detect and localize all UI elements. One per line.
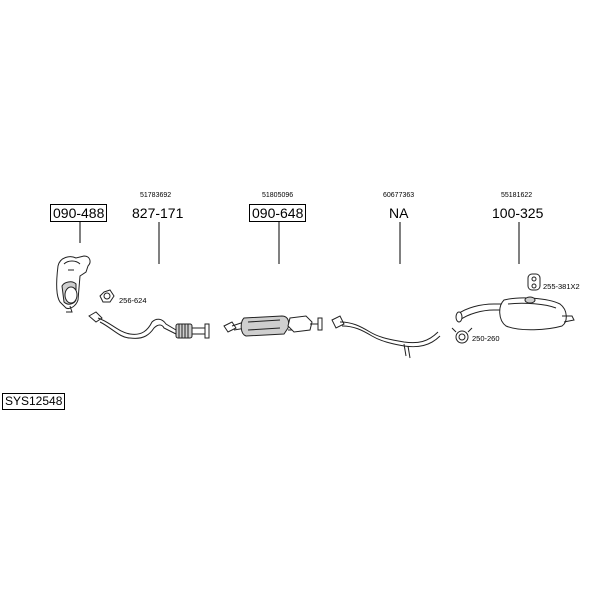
oem-number-2: 51805096 bbox=[262, 192, 294, 199]
accessory-label-1[interactable]: 255-381X2 bbox=[543, 282, 580, 291]
part-number-4[interactable]: 100-325 bbox=[492, 205, 544, 221]
accessory-label-0[interactable]: 256-624 bbox=[119, 296, 147, 305]
accessory-label-2[interactable]: 250-260 bbox=[472, 334, 500, 343]
part-number-3[interactable]: NA bbox=[389, 205, 409, 221]
oem-number-1: 51783692 bbox=[140, 192, 172, 199]
leader-lines bbox=[79, 221, 520, 264]
front-pipe-827-171[interactable] bbox=[88, 311, 210, 339]
clamp-icon[interactable] bbox=[451, 327, 473, 344]
system-code-badge: SYS12548 bbox=[2, 393, 66, 410]
rear-silencer-100-325[interactable] bbox=[455, 296, 575, 331]
intermediate-pipe[interactable] bbox=[331, 315, 441, 359]
part-number-1[interactable]: 827-171 bbox=[132, 205, 184, 221]
part-number-2[interactable]: 090-648 bbox=[249, 204, 307, 222]
part-number-0[interactable]: 090-488 bbox=[50, 204, 108, 222]
oem-number-3: 60677363 bbox=[383, 192, 415, 199]
gasket-icon[interactable] bbox=[99, 289, 115, 303]
oem-number-4: 55181622 bbox=[501, 192, 533, 199]
exhaust-manifold[interactable] bbox=[56, 255, 91, 313]
rubber-hanger-icon[interactable] bbox=[527, 273, 541, 291]
catalytic-converter-090-648[interactable] bbox=[223, 315, 323, 337]
